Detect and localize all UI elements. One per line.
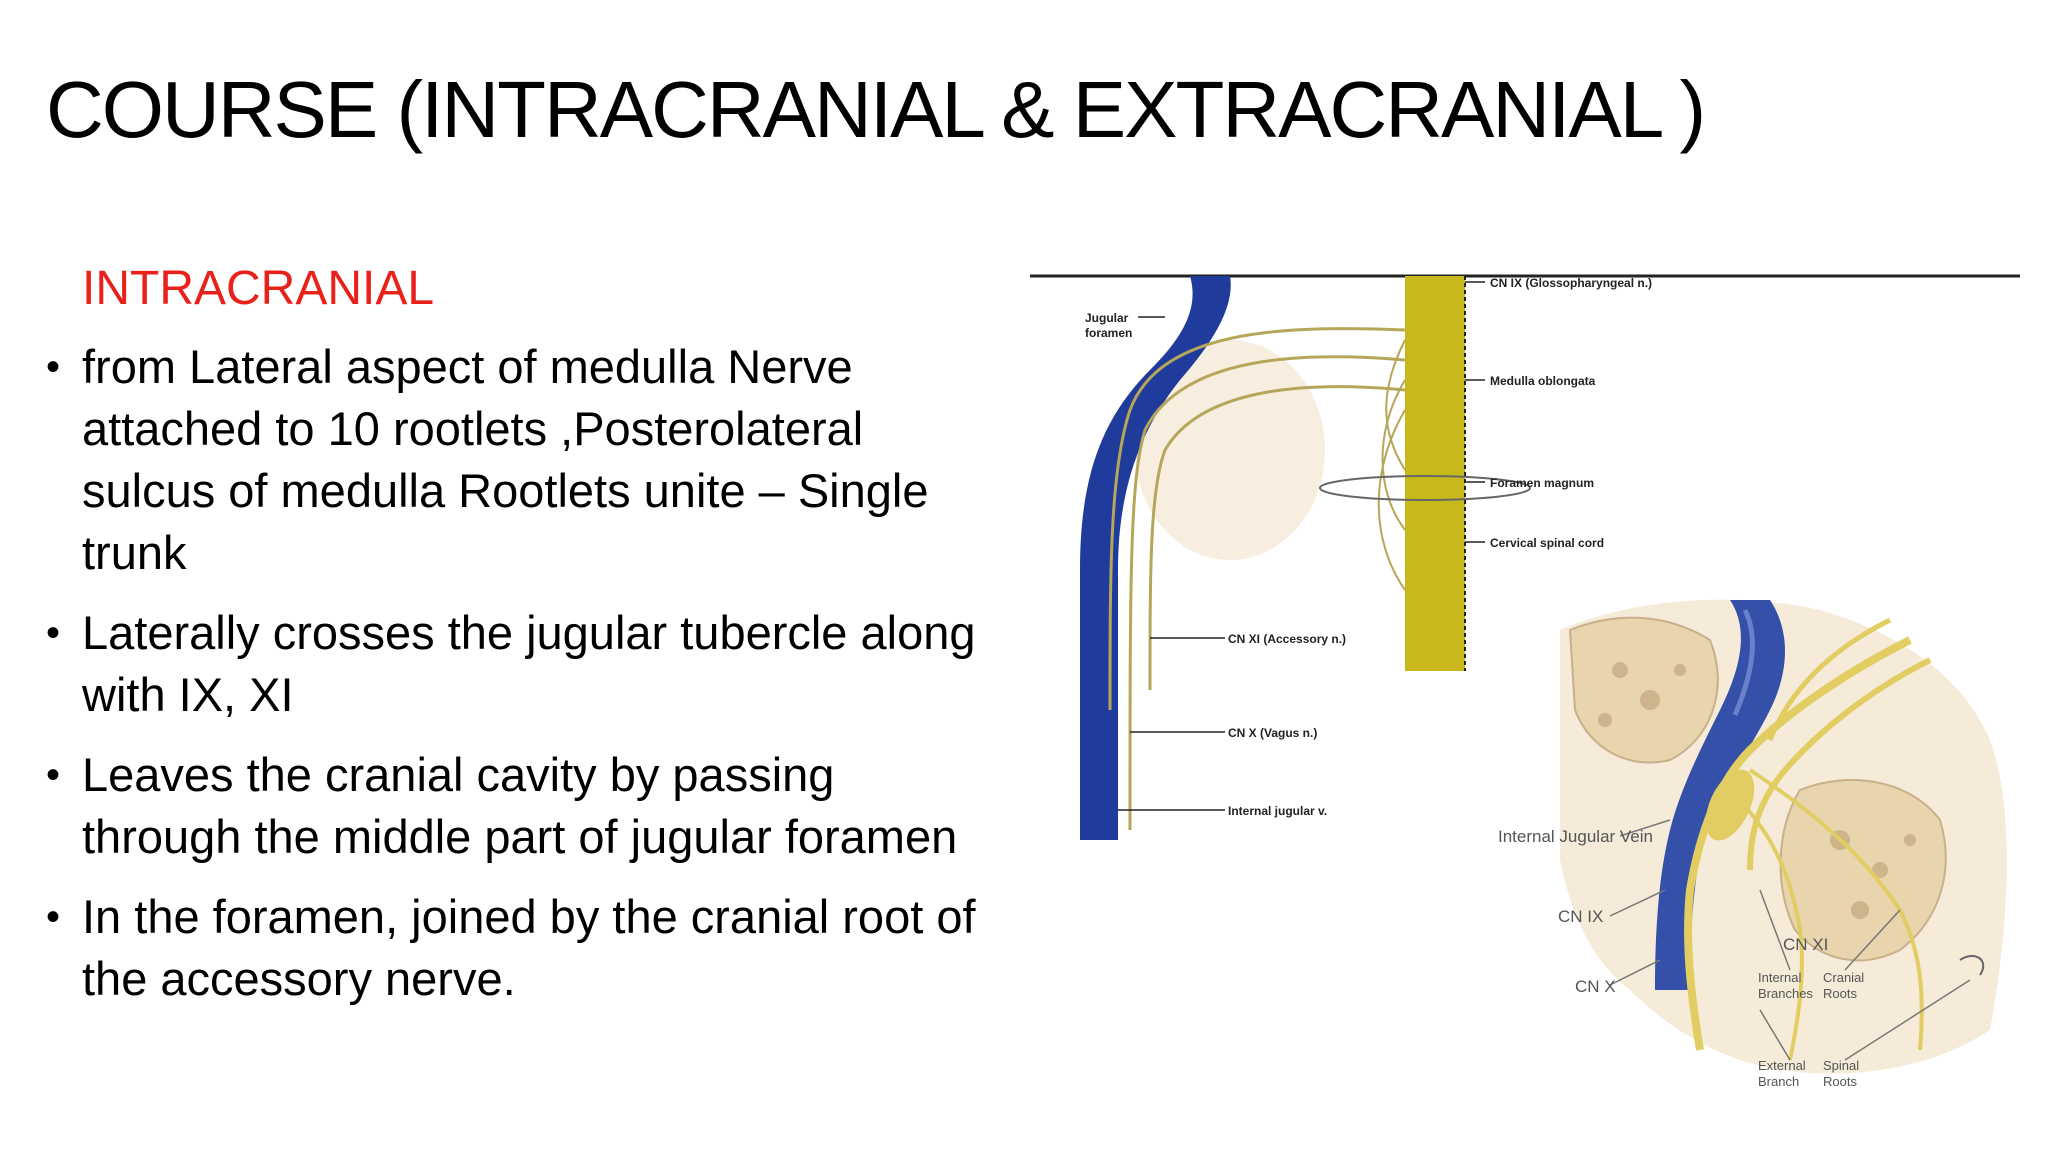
label-cn-xi-top: CN XI (Accessory n.) <box>1228 632 1346 646</box>
bullet-item: • In the foramen, joined by the cranial … <box>46 886 1006 1010</box>
label-cranial: Cranial <box>1823 970 1864 985</box>
anatomy-figure: Jugular foramen CN IX (Glossopharyngeal … <box>1030 270 2020 1100</box>
label-jugular: Jugular <box>1085 311 1129 325</box>
bullet-item: • Leaves the cranial cavity by passing t… <box>46 744 1006 868</box>
internal-jugular-vein-schematic <box>1080 276 1231 840</box>
bullet-text: In the foramen, joined by the cranial ro… <box>82 890 976 1005</box>
label-cn-ix-top: CN IX (Glossopharyngeal n.) <box>1490 276 1652 290</box>
medulla-cord-shape <box>1405 276 1465 671</box>
label-cn-x-3d: CN X <box>1575 977 1616 996</box>
nerve-branch-1 <box>1728 788 1804 1061</box>
schematic-diagram: Jugular foramen CN IX (Glossopharyngeal … <box>1080 276 1652 840</box>
nerve-cn-ix-arc <box>1108 327 1406 711</box>
label-ijv-top: Internal jugular v. <box>1228 804 1327 818</box>
nerve-cn-xi-arc <box>1148 385 1406 691</box>
label-cervical-cord: Cervical spinal cord <box>1490 536 1604 550</box>
label-cn-x-top: CN X (Vagus n.) <box>1228 726 1317 740</box>
illustration-3d: Internal Jugular Vein CN IX CN XI CN X I… <box>1498 599 2007 1089</box>
bullet-dot: • <box>46 895 61 939</box>
content-block: INTRACRANIAL • from Lateral aspect of me… <box>46 258 1006 1028</box>
label-roots-cranial: Roots <box>1823 986 1857 1001</box>
bullet-list: • from Lateral aspect of medulla Nerve a… <box>46 336 1006 1010</box>
rootlets-2 <box>1381 379 1406 531</box>
ganglion <box>1705 769 1755 841</box>
bullet-text: from Lateral aspect of medulla Nerve att… <box>82 340 929 579</box>
foramen-magnum-ring <box>1319 475 1531 501</box>
label-ijv-3d: Internal Jugular Vein <box>1498 827 1653 846</box>
nerve-cn-ix-3d <box>1747 657 1932 871</box>
label-cn-ix-3d: CN IX <box>1558 907 1603 926</box>
bullet-item: • Laterally crosses the jugular tubercle… <box>46 602 1006 726</box>
label-foramen-magnum: Foramen magnum <box>1490 476 1594 490</box>
nerve-cn-x-arc <box>1128 355 1406 831</box>
rootlets-1 <box>1385 339 1406 471</box>
label-roots-spinal: Roots <box>1823 1074 1857 1089</box>
nerve-cn-xi-3d <box>1767 617 1892 741</box>
label-external: External <box>1758 1058 1806 1073</box>
bullet-text: Leaves the cranial cavity by passing thr… <box>82 748 958 863</box>
slide-title: COURSE (INTRACRANIAL & EXTRACRANIAL ) <box>46 65 1706 154</box>
bullet-item: • from Lateral aspect of medulla Nerve a… <box>46 336 1006 584</box>
label-branches: Branches <box>1758 986 1813 1001</box>
rootlets-3 <box>1377 409 1406 591</box>
nerve-branch-2 <box>1748 768 1924 1051</box>
bullet-text: Laterally crosses the jugular tubercle a… <box>82 606 976 721</box>
section-heading-intracranial: INTRACRANIAL <box>82 262 435 315</box>
bullet-dot: • <box>46 753 61 797</box>
label-medulla: Medulla oblongata <box>1490 374 1596 388</box>
label-spinal: Spinal <box>1823 1058 1859 1073</box>
bullet-dot: • <box>46 345 61 389</box>
label-cn-xi-3d: CN XI <box>1783 935 1828 954</box>
skull-base-shade <box>1135 340 1325 560</box>
bullet-dot: • <box>46 611 61 655</box>
label-internal: Internal <box>1758 970 1801 985</box>
label-branch: Branch <box>1758 1074 1799 1089</box>
label-foramen: foramen <box>1085 326 1132 340</box>
anatomy-illustration: Jugular foramen CN IX (Glossopharyngeal … <box>1030 274 2020 1089</box>
